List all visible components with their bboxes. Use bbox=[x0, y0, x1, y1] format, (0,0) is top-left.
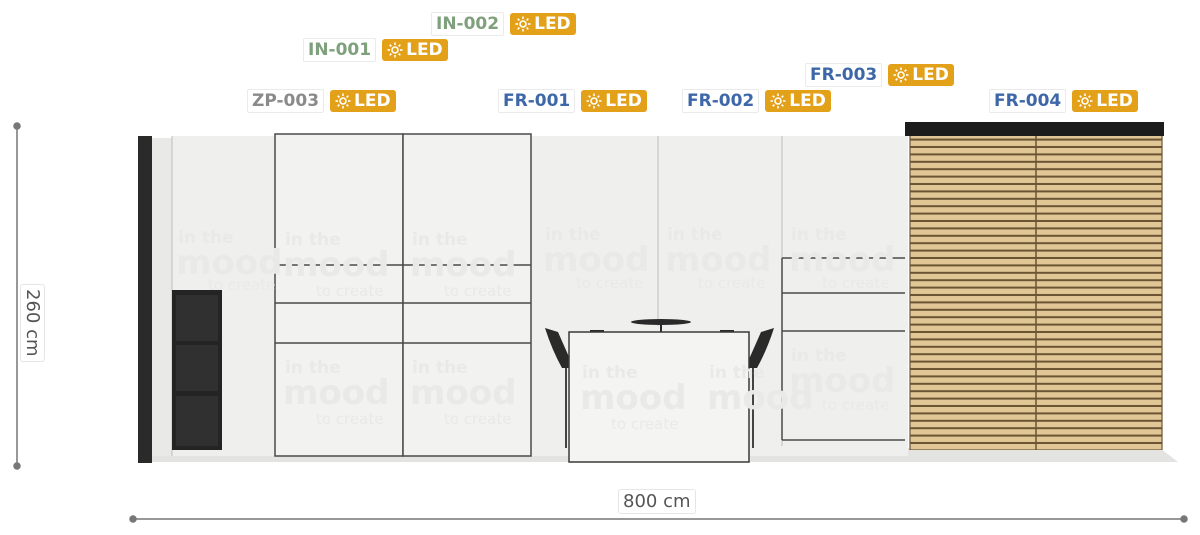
tag-fr-002: FR-002 LED bbox=[682, 89, 831, 113]
sun-icon bbox=[1077, 93, 1093, 109]
chair-right bbox=[745, 328, 774, 448]
sun-icon bbox=[387, 42, 403, 58]
watermark-line2: mood bbox=[789, 361, 895, 401]
cabinet-column-1 bbox=[274, 133, 404, 457]
left-side-wall bbox=[138, 136, 152, 463]
watermark-line1: in the bbox=[412, 358, 468, 378]
tag-code: IN-001 bbox=[303, 38, 377, 62]
led-badge: LED bbox=[382, 39, 448, 61]
led-badge: LED bbox=[1072, 90, 1138, 112]
watermark-line2: mood bbox=[789, 240, 895, 280]
watermark-line3: to create bbox=[316, 410, 383, 428]
watermark-line1: in the bbox=[285, 230, 341, 250]
watermark-line1: in the bbox=[545, 225, 601, 245]
watermark-line1: in the bbox=[412, 230, 468, 250]
watermark-line1: in the bbox=[791, 225, 847, 245]
led-badge: LED bbox=[510, 13, 576, 35]
tag-fr-001: FR-001 LED bbox=[498, 89, 647, 113]
cabinet-column-3 bbox=[781, 257, 905, 441]
shelving-unit bbox=[172, 290, 222, 450]
tag-fr-003: FR-003 LED bbox=[805, 63, 954, 87]
left-wall-return bbox=[152, 138, 174, 456]
watermark-line1: in the bbox=[582, 363, 638, 383]
watermark-group: in the mood to create in the mood to cre… bbox=[176, 225, 895, 428]
width-label: 800 cm bbox=[618, 489, 696, 514]
watermark-line3: to create bbox=[444, 282, 511, 300]
watermark-line3: to create bbox=[208, 276, 275, 294]
watermark-line3: to create bbox=[611, 415, 678, 433]
tag-in-002: IN-002 LED bbox=[431, 12, 576, 36]
tag-zp-003: ZP-003 LED bbox=[247, 89, 396, 113]
led-badge: LED bbox=[888, 64, 954, 86]
width-dimension-line bbox=[129, 515, 1188, 523]
sun-icon bbox=[335, 93, 351, 109]
tag-code: FR-004 bbox=[989, 89, 1067, 113]
cabinet-column-2 bbox=[402, 133, 532, 457]
tag-code: FR-001 bbox=[498, 89, 576, 113]
led-badge: LED bbox=[330, 90, 396, 112]
watermark-line1: in the bbox=[709, 363, 765, 383]
tag-code: FR-002 bbox=[682, 89, 760, 113]
tag-fr-004: FR-004 LED bbox=[989, 89, 1138, 113]
watermark-line2: mood bbox=[543, 240, 649, 280]
height-label: 260 cm bbox=[20, 284, 45, 362]
watermark-line2: mood bbox=[665, 240, 771, 280]
led-badge: LED bbox=[581, 90, 647, 112]
watermark-line3: to create bbox=[698, 274, 765, 292]
watermark-line2: mood bbox=[410, 245, 516, 285]
watermark-line2: mood bbox=[283, 373, 389, 413]
watermark-line3: to create bbox=[576, 274, 643, 292]
watermark-line3: to create bbox=[822, 396, 889, 414]
watermark-line2: mood bbox=[410, 373, 516, 413]
watermark-line2: mood bbox=[580, 378, 686, 418]
watermark-line2: mood bbox=[283, 245, 389, 285]
sun-icon bbox=[893, 67, 909, 83]
height-dimension-line bbox=[13, 122, 21, 470]
watermark-line3: to create bbox=[822, 274, 889, 292]
watermark-line1: in the bbox=[285, 358, 341, 378]
watermark-line2: mood bbox=[176, 243, 282, 283]
watermark-line3: to create bbox=[444, 410, 511, 428]
chair-left bbox=[545, 328, 574, 448]
watermark-line2: mood bbox=[707, 378, 813, 418]
fr-004-slat-wall bbox=[905, 122, 1164, 450]
tag-code: FR-003 bbox=[805, 63, 883, 87]
watermark-line1: in the bbox=[667, 225, 723, 245]
sun-icon bbox=[770, 93, 786, 109]
watermark-line3: to create bbox=[316, 282, 383, 300]
reception-counter: in the mood to create in the mood bbox=[568, 331, 813, 463]
tag-code: ZP-003 bbox=[247, 89, 325, 113]
watermark-line1: in the bbox=[178, 228, 234, 248]
sun-icon bbox=[586, 93, 602, 109]
tag-code: IN-002 bbox=[431, 12, 505, 36]
watermark-line1: in the bbox=[791, 346, 847, 366]
tag-in-001: IN-001 LED bbox=[303, 38, 448, 62]
sun-icon bbox=[515, 16, 531, 32]
led-badge: LED bbox=[765, 90, 831, 112]
